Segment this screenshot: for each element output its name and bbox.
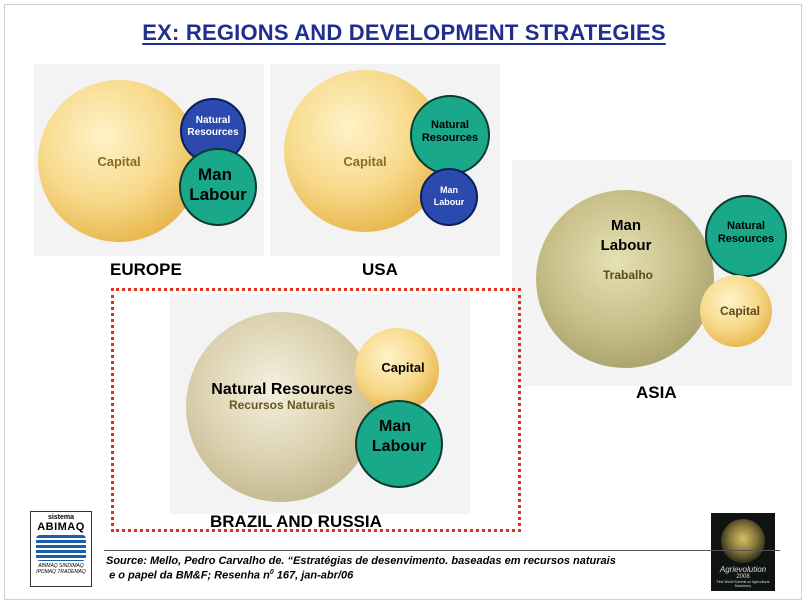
abimaq-waves-icon bbox=[36, 535, 86, 561]
asia-man-labour-circle bbox=[536, 190, 714, 368]
brazil-labour-label-2: Labour bbox=[371, 438, 427, 455]
agrievolution-name: Agrievolution bbox=[719, 565, 767, 574]
brazil-capital-circle bbox=[355, 328, 439, 412]
asia-natural-label-1: Natural bbox=[727, 220, 765, 232]
agrievolution-tagline: First World Summit on Agricultural Machi… bbox=[716, 580, 770, 588]
source-citation: Source: Mello, Pedro Carvalho de. “Estra… bbox=[106, 554, 710, 583]
usa-natural-label-1: Natural bbox=[431, 119, 469, 131]
source-line-2: e o papel da BM&F; Resenha n0 167, jan-a… bbox=[106, 568, 710, 583]
brazil-labour-label-1: Man bbox=[379, 418, 411, 435]
brazil-man-labour-circle bbox=[355, 400, 443, 488]
usa-natural-label-2: Resources bbox=[421, 132, 479, 144]
asia-name: ASIA bbox=[636, 383, 677, 402]
usa-labour-label-1: Man bbox=[440, 185, 458, 195]
abimaq-small-text: ABIMAQ SINDIMAQ IPDMAQ TRADEMAQ bbox=[36, 563, 86, 575]
asia-capital-circle bbox=[700, 275, 772, 347]
brazil-natural-resources-circle bbox=[186, 312, 376, 502]
brazil-name: BRAZIL AND RUSSIA bbox=[210, 512, 382, 531]
asia-labour-pt-label: Trabalho bbox=[602, 268, 653, 282]
brazil-natural-pt-label: Recursos Naturais bbox=[228, 398, 336, 412]
asia-labour-label-1: Man bbox=[611, 217, 641, 234]
abimaq-logo: sistema ABIMAQ ABIMAQ SINDIMAQ IPDMAQ TR… bbox=[30, 511, 92, 587]
usa-capital-label: Capital bbox=[343, 154, 387, 169]
europe-natural-label-2: Resources bbox=[187, 127, 239, 138]
abimaq-top-text: sistema bbox=[47, 514, 75, 521]
brazil-dotted-highlight bbox=[111, 288, 521, 532]
usa-labour-label-2: Labour bbox=[433, 197, 465, 207]
agrievolution-year: 2008 bbox=[736, 574, 750, 580]
brazil-capital-label: Capital bbox=[381, 360, 425, 375]
slide-title: EX: REGIONS AND DEVELOPMENT STRATEGIES bbox=[142, 20, 666, 45]
brazil-natural-label: Natural Resources bbox=[211, 381, 353, 398]
source-sup: 0 bbox=[269, 569, 274, 577]
source-line-2b: 167, jan-abr/06 bbox=[273, 569, 354, 582]
asia-natural-label-2: Resources bbox=[717, 233, 775, 245]
source-line-1: Source: Mello, Pedro Carvalho de. “Estra… bbox=[106, 555, 616, 567]
slide-frame bbox=[4, 4, 802, 600]
usa-man-labour-circle bbox=[420, 168, 478, 226]
usa-name: USA bbox=[362, 260, 398, 279]
globe-icon bbox=[721, 519, 765, 563]
europe-name: EUROPE bbox=[110, 260, 182, 279]
europe-natural-label-1: Natural bbox=[195, 115, 231, 126]
agrievolution-logo: Agrievolution 2008 First World Summit on… bbox=[711, 513, 775, 591]
europe-man-labour-circle bbox=[179, 148, 257, 226]
europe-capital-circle bbox=[38, 80, 200, 242]
source-line-2a: e o papel da BM&F; Resenha n bbox=[109, 569, 270, 582]
asia-labour-label-2: Labour bbox=[600, 237, 652, 254]
europe-capital-label: Capital bbox=[97, 154, 141, 169]
asia-natural-resources-circle bbox=[705, 195, 787, 277]
source-divider bbox=[104, 550, 780, 551]
abimaq-name: ABIMAQ bbox=[37, 521, 85, 533]
europe-labour-label-2: Labour bbox=[189, 185, 247, 204]
europe-labour-label-1: Man bbox=[198, 165, 232, 184]
asia-capital-label: Capital bbox=[719, 304, 760, 318]
usa-natural-resources-circle bbox=[410, 95, 490, 175]
